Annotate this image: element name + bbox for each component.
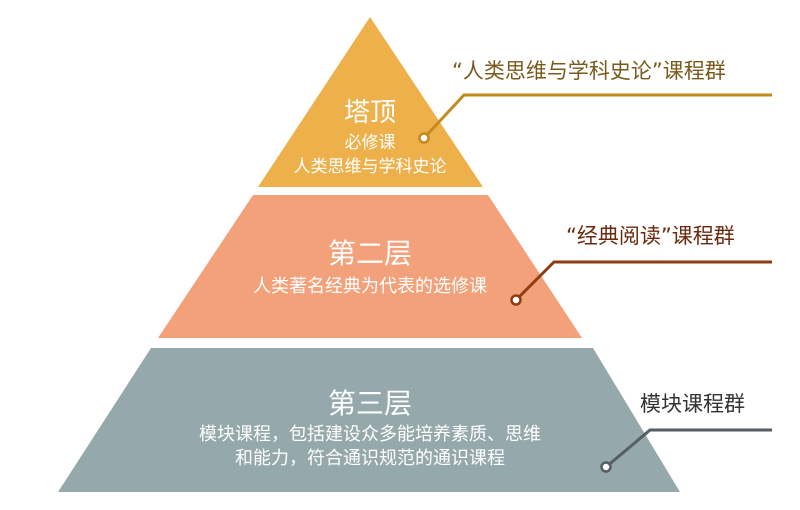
pyramid-middle-layer [158,195,582,338]
middle-layer-line-1: 人类著名经典为代表的选修课 [253,276,487,297]
bottom-layer-line-1: 模块课程，包括建设众多能培养素质、思维 [199,424,541,445]
top-layer-title: 塔顶 [343,98,396,128]
top-layer-line-1: 必修课 [344,133,396,153]
middle-connector-line [514,260,772,302]
middle-connector-dot [510,294,522,306]
pyramid-bottom-layer [58,348,680,492]
bottom-layer-title: 第三层 [327,387,412,420]
top-layer-line-2: 人类思维与学科史论 [293,157,447,177]
middle-layer-title: 第二层 [327,237,412,270]
top-connector-dot [418,132,430,144]
pyramid-top-layer [258,17,483,187]
top-connector-line [422,93,772,140]
bottom-course-group-label: 模块课程群 [640,392,745,416]
top-course-group-label: “人类思维与学科史论”课程群 [452,59,726,83]
bottom-connector-dot [600,461,612,473]
middle-course-group-label: “经典阅读”课程群 [566,224,735,248]
bottom-layer-line-2: 和能力，符合通识规范的通识课程 [235,448,505,469]
bottom-connector-line [605,428,772,469]
